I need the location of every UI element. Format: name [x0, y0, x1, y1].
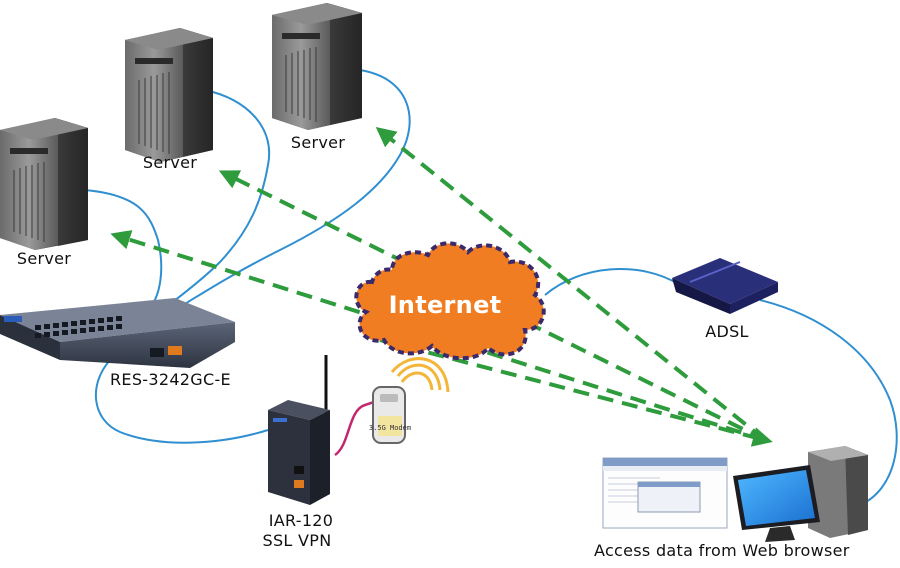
- router-label-line1: IAR-120: [268, 511, 334, 530]
- arrow-router-vpn: [379, 338, 773, 447]
- cable-switch-router: [94, 359, 269, 444]
- cable-adsl-workstation: [759, 299, 898, 506]
- router-label-line2: SSL VPN: [262, 531, 332, 550]
- cable-server-middle: [164, 89, 271, 309]
- server-left: [0, 118, 88, 250]
- router-device: [268, 355, 330, 505]
- cable-server-right: [177, 69, 411, 309]
- internet-cloud: [354, 241, 546, 361]
- server-right-label: Server: [290, 133, 346, 152]
- internet-label: Internet: [388, 291, 502, 319]
- workstation-label: Access data from Web browser: [594, 541, 850, 560]
- cable-adsl-internet: [544, 268, 681, 296]
- workstation-device: [602, 446, 868, 542]
- server-left-label: Server: [16, 249, 72, 268]
- cable-server-left: [84, 189, 163, 309]
- adsl-label: ADSL: [705, 322, 749, 341]
- modem-device: [372, 357, 450, 444]
- switch-label: RES-3242GC-E: [110, 370, 231, 389]
- switch-device: [0, 298, 235, 368]
- arrow-to-server-right: [375, 126, 767, 442]
- cable-lines: [84, 69, 898, 506]
- server-middle: [125, 28, 213, 162]
- server-right: [272, 3, 362, 130]
- adsl-device: [672, 258, 778, 314]
- modem-label: 3.5G Modem: [369, 424, 411, 432]
- server-middle-label: Server: [142, 153, 198, 172]
